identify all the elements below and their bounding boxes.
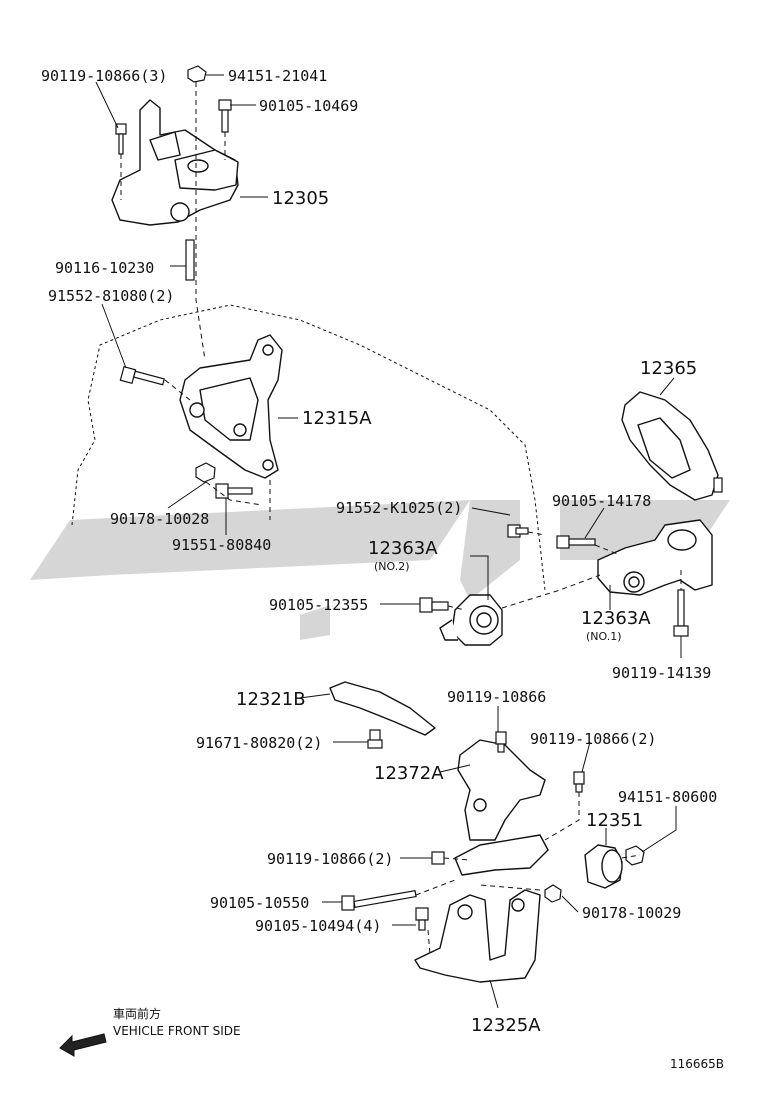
label-91671-80820-2: 91671-80820(2) [196, 734, 322, 752]
label-12363A-no1: 12363A [581, 608, 651, 629]
engine-outline [71, 304, 546, 591]
bolt-90119-10866-top [115, 123, 127, 155]
label-12321B: 12321B [236, 689, 306, 710]
bushing-12363A-no1 [597, 519, 713, 596]
label-90119-10866-2-right: 90119-10866(2) [530, 730, 656, 748]
nut-90178-10028 [195, 462, 216, 483]
bolt-90119-10866-mid [495, 731, 507, 753]
nut-94151-21041 [187, 65, 207, 83]
label-90105-14178: 90105-14178 [552, 492, 651, 510]
insulator-12365 [621, 391, 723, 501]
label-12305: 12305 [272, 188, 329, 209]
label-90105-10550: 90105-10550 [210, 894, 309, 912]
label-90119-10866: 90119-10866 [447, 688, 546, 706]
label-90119-10866-2-left: 90119-10866(2) [267, 850, 393, 868]
watermark-stroke-1 [30, 500, 470, 580]
label-12325A: 12325A [471, 1015, 541, 1036]
bolt-90119-10866-2-left [431, 851, 445, 865]
direction-japanese: 車両前方 [113, 1006, 161, 1021]
watermark-stroke-2 [460, 500, 520, 600]
bolt-90119-14139 [673, 589, 689, 637]
figure-code: 116665B [670, 1057, 724, 1071]
vehicle-front-indicator: 車両前方 VEHICLE FRONT SIDE [59, 1006, 241, 1057]
bushing-12363A-no2 [439, 594, 503, 646]
bolt-90105-10469 [218, 99, 232, 133]
bushing-12351 [584, 844, 623, 889]
label-12363A-no2: 12363A [368, 538, 438, 559]
bolt-90105-12355 [419, 597, 449, 613]
nut-90178-10029 [544, 884, 562, 903]
bolt-91552-81080 [119, 365, 166, 386]
label-94151-21041: 94151-21041 [228, 67, 327, 85]
label-90119-14139: 90119-14139 [612, 664, 711, 682]
label-12351: 12351 [586, 810, 643, 831]
label-91552-K1025-2: 91552-K1025(2) [336, 499, 462, 517]
bolt-90119-10866-2-right [573, 771, 585, 793]
bolt-90105-10550 [341, 889, 417, 911]
label-90105-12355: 90105-12355 [269, 596, 368, 614]
label-12365: 12365 [640, 358, 697, 379]
watermark-dot [300, 605, 330, 640]
label-12363A-no1-sub: (NO.1) [586, 630, 622, 643]
label-91552-81080-2: 91552-81080(2) [48, 287, 174, 305]
stud-90116-10230 [185, 239, 195, 281]
label-90105-10494-4: 90105-10494(4) [255, 917, 381, 935]
label-12372A: 12372A [374, 763, 444, 784]
label-12363A-no2-sub: (NO.2) [374, 560, 410, 573]
label-90178-10028: 90178-10028 [110, 510, 209, 528]
bolt-91552-K1025 [507, 524, 529, 538]
leader-lines [95, 74, 682, 1009]
bolt-91551-80840 [215, 483, 253, 499]
label-90116-10230: 90116-10230 [55, 259, 154, 277]
assembly-lines [120, 82, 682, 956]
bracket-12372A [454, 739, 549, 876]
arrow-left-icon [59, 1033, 107, 1057]
bracket-12325A [414, 889, 541, 983]
label-90178-10029: 90178-10029 [582, 904, 681, 922]
label-90119-10866-3: 90119-10866(3) [41, 67, 167, 85]
label-12315A: 12315A [302, 408, 372, 429]
plate-12321B [329, 681, 436, 736]
bolt-90105-14178 [556, 535, 596, 549]
label-91551-80840: 91551-80840 [172, 536, 271, 554]
bolt-90105-10494 [415, 907, 429, 931]
direction-english: VEHICLE FRONT SIDE [113, 1024, 241, 1038]
bolt-91671-80820 [367, 729, 383, 749]
engine-mount-12305 [111, 99, 239, 226]
engine-bracket-12315A [179, 334, 283, 479]
label-90105-10469: 90105-10469 [259, 97, 358, 115]
label-94151-80600: 94151-80600 [618, 788, 717, 806]
